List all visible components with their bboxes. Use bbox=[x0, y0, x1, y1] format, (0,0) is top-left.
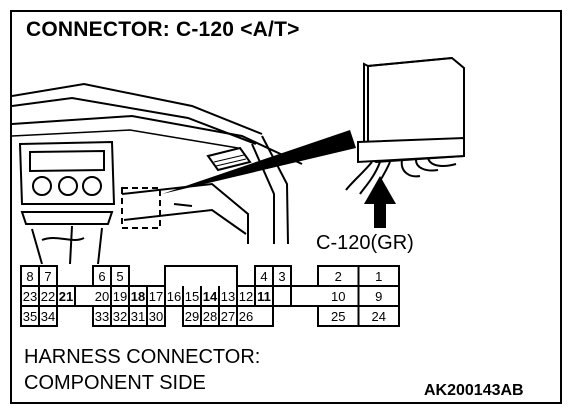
diagram-title: CONNECTOR: C-120 <A/T> bbox=[26, 18, 300, 41]
connector-outline bbox=[20, 265, 400, 327]
pin-number-6: 6 bbox=[98, 269, 105, 284]
pin-number-19: 19 bbox=[113, 289, 127, 304]
dashboard-edge bbox=[12, 114, 303, 165]
dashboard-top-line bbox=[12, 82, 263, 135]
a-pillar bbox=[251, 143, 275, 244]
pin-number-12: 12 bbox=[239, 289, 253, 304]
callout-wedge bbox=[162, 130, 356, 194]
connector-label: C-120(GR) bbox=[316, 232, 414, 254]
pin-number-16: 16 bbox=[167, 289, 181, 304]
caption-component-side: COMPONENT SIDE bbox=[24, 372, 206, 394]
pin-number-1: 1 bbox=[375, 269, 382, 284]
figure-code: AK200143AB bbox=[424, 382, 524, 399]
pin-number-35: 35 bbox=[23, 309, 37, 324]
dashboard-line bbox=[12, 96, 257, 145]
vehicle-interior-illustration bbox=[12, 56, 465, 264]
pin-number-4: 4 bbox=[260, 269, 267, 284]
hvac-knob-right bbox=[82, 176, 102, 196]
pin-number-34: 34 bbox=[41, 309, 55, 324]
radio-display bbox=[29, 149, 105, 173]
air-vent bbox=[206, 146, 252, 172]
pin-number-26: 26 bbox=[239, 309, 253, 324]
pin-number-20: 20 bbox=[95, 289, 109, 304]
pin-number-30: 30 bbox=[149, 309, 163, 324]
pin-number-27: 27 bbox=[221, 309, 235, 324]
pin-number-8: 8 bbox=[26, 269, 33, 284]
pin-number-24: 24 bbox=[372, 309, 386, 324]
diagram-frame bbox=[10, 10, 562, 404]
ecu-unit bbox=[357, 56, 465, 164]
pin-number-32: 32 bbox=[113, 309, 127, 324]
ecu-location-marker bbox=[121, 187, 161, 229]
pin-number-15: 15 bbox=[185, 289, 199, 304]
pin-number-2: 2 bbox=[335, 269, 342, 284]
connector-arrow bbox=[364, 176, 396, 228]
pin-number-29: 29 bbox=[185, 309, 199, 324]
pin-number-14: 14 bbox=[203, 289, 218, 304]
pin-number-7: 7 bbox=[44, 269, 51, 284]
hvac-knob-center bbox=[58, 176, 78, 196]
pin-number-11: 11 bbox=[257, 289, 271, 304]
pin-number-21: 21 bbox=[59, 289, 73, 304]
harness-wires bbox=[345, 157, 457, 197]
pin-number-5: 5 bbox=[116, 269, 123, 284]
pin-number-13: 13 bbox=[221, 289, 235, 304]
caption-harness-connector: HARNESS CONNECTOR: bbox=[24, 346, 261, 368]
pin-number-17: 17 bbox=[149, 289, 163, 304]
pin-number-25: 25 bbox=[331, 309, 345, 324]
pin-number-31: 31 bbox=[131, 309, 145, 324]
center-console bbox=[18, 140, 116, 205]
glove-box-outline bbox=[121, 182, 249, 244]
hvac-knob-left bbox=[32, 176, 52, 196]
pin-number-18: 18 bbox=[131, 289, 145, 304]
pin-number-33: 33 bbox=[95, 309, 109, 324]
pin-number-28: 28 bbox=[203, 309, 217, 324]
pin-number-10: 10 bbox=[331, 289, 345, 304]
pin-number-3: 3 bbox=[278, 269, 285, 284]
pin-number-22: 22 bbox=[41, 289, 55, 304]
pin-number-9: 9 bbox=[375, 289, 382, 304]
pin-number-23: 23 bbox=[23, 289, 37, 304]
